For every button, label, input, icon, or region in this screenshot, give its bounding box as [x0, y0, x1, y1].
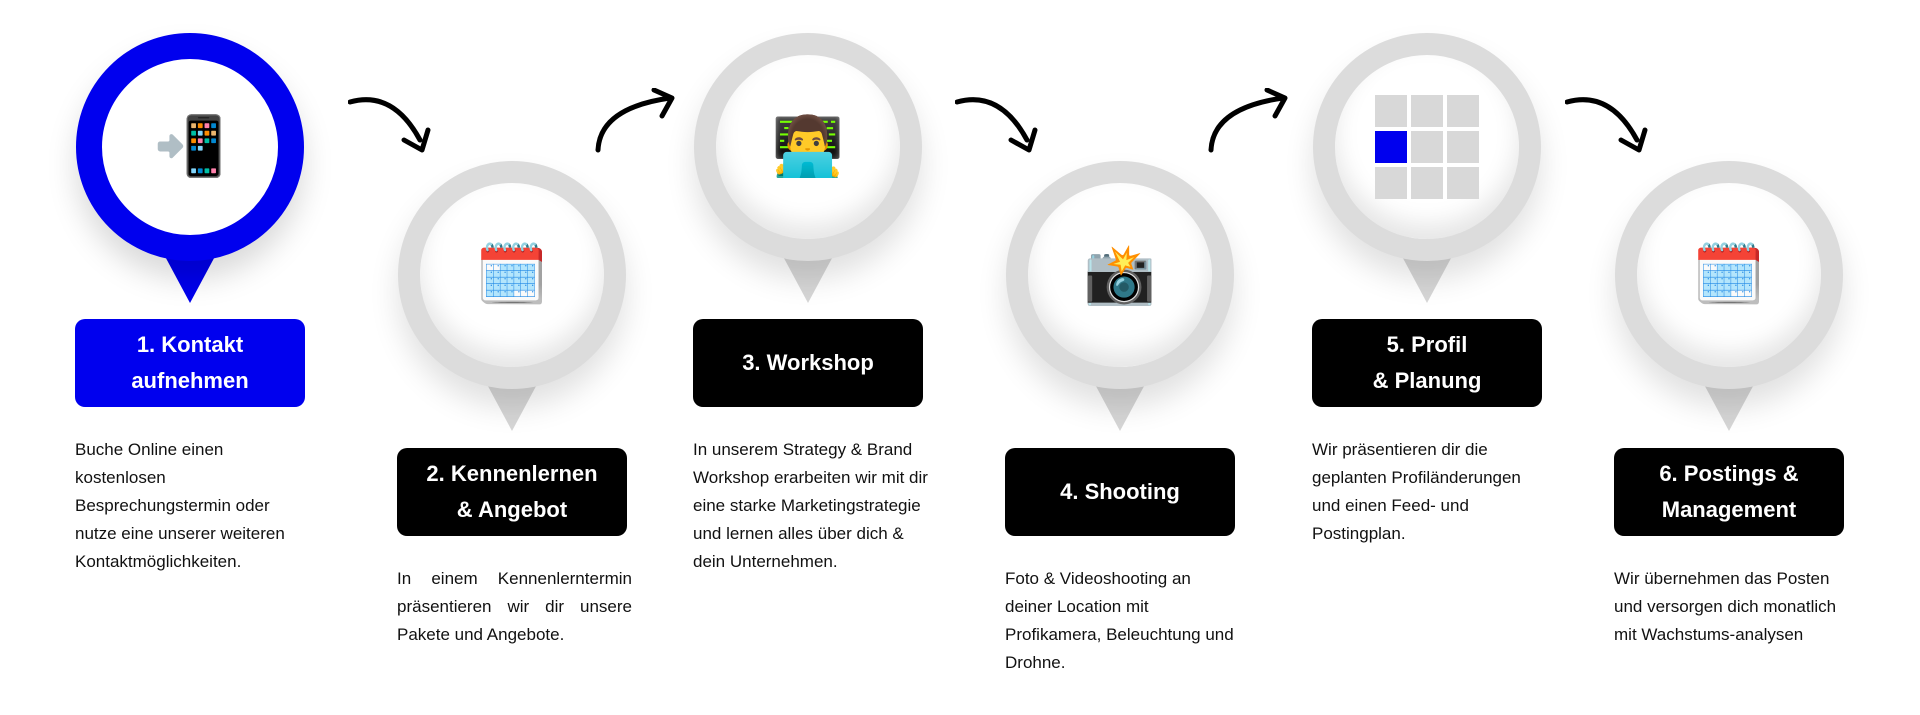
title-line-2: & Planung	[1372, 368, 1482, 393]
title-line-1: 2. Kennenlernen	[426, 461, 598, 486]
step-description-3: In unserem Strategy & Brand Workshop era…	[693, 440, 928, 571]
step-title-4: 4. Shooting	[1005, 448, 1235, 536]
step-title-2: 2. Kennenlernen & Angebot	[397, 448, 627, 536]
curved-arrow-icon	[348, 97, 431, 153]
title-line-1: 1. Kontakt	[136, 332, 244, 357]
step-description-6: Wir übernehmen das Posten und versorgen …	[1614, 569, 1837, 644]
step-pin-6: 🗓️	[1615, 161, 1843, 431]
step-title-3: 3. Workshop	[693, 319, 923, 407]
feed-grid-icon	[1313, 33, 1541, 261]
title-line-1: 6. Postings &	[1659, 461, 1799, 486]
step-description-5: Wir präsentieren dir die geplanten Profi…	[1312, 440, 1521, 543]
title-line-1: 4. Shooting	[1060, 479, 1180, 504]
step-pin-2: 🗓️	[398, 161, 626, 431]
title-line-2: Management	[1661, 497, 1797, 522]
camera-flash-icon: 📸	[1083, 242, 1157, 307]
curved-arrow-icon	[955, 97, 1038, 153]
step-description-4: Foto & Videoshooting an deiner Location …	[1005, 569, 1234, 672]
step-description-2: In einem Kennenlerntermin präsentieren w…	[397, 569, 632, 644]
title-line-2: aufnehmen	[131, 368, 249, 393]
title-line-1: 5. Profil	[1386, 332, 1468, 357]
step-title-5: 5. Profil & Planung	[1312, 319, 1542, 407]
step-pin-3: 👨‍💻	[694, 33, 922, 303]
title-line-2: & Angebot	[456, 497, 568, 522]
step-pin-1: 📲	[76, 33, 304, 303]
calendar-icon: 🗓️	[475, 242, 549, 307]
mobile-phone-arrow-icon: 📲	[153, 114, 227, 179]
curved-arrow-icon	[1208, 88, 1288, 153]
title-line-1: 3. Workshop	[742, 350, 874, 375]
step-title-6: 6. Postings & Management	[1614, 448, 1844, 536]
curved-arrow-icon	[1565, 97, 1648, 153]
calendar-icon: 🗓️	[1692, 242, 1766, 307]
curved-arrow-icon	[595, 88, 675, 153]
step-pin-5	[1313, 33, 1541, 303]
step-pin-4: 📸	[1006, 161, 1234, 431]
step-title-1: 1. Kontakt aufnehmen	[75, 319, 305, 407]
technologist-icon: 👨‍💻	[771, 114, 845, 179]
step-description-1: Buche Online einen kostenlosen Besprechu…	[75, 440, 285, 571]
